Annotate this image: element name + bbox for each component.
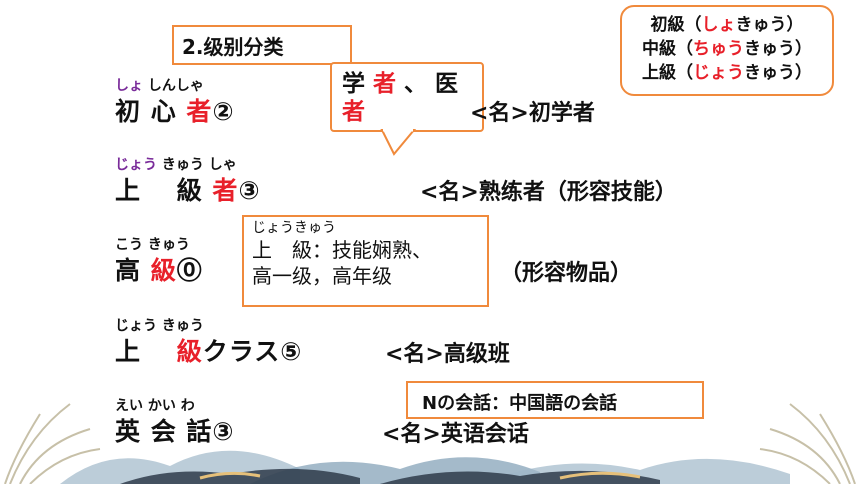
word-text: 上 [115, 337, 177, 366]
legend-text: きゅう） [744, 39, 812, 59]
row5-ruby: えい かい わ [115, 398, 195, 414]
row1-word: 初 心 者② [115, 97, 235, 127]
wave-decoration-icon [4, 403, 856, 484]
legend-line-advanced: 上級（じょうきゅう） [622, 61, 832, 85]
ruby-highlight: じょう [115, 157, 157, 173]
row3-ruby: こう きゅう [115, 237, 190, 253]
legend-highlight: しょ [701, 15, 736, 35]
legend-line-beginner: 初級（しょきゅう） [622, 13, 832, 37]
row4-word: 上 級クラス⑤ [115, 337, 302, 367]
word-highlight: 者 [186, 97, 213, 126]
row5-word: 英 会 話③ [115, 417, 235, 446]
word-accent-number: ② [212, 97, 235, 126]
word-text: 高 [115, 256, 151, 285]
callout-tail-icon [380, 128, 417, 156]
row5-definition: <名>英语会话 [382, 422, 529, 447]
row4-ruby: じょう きゅう [115, 318, 204, 334]
word-highlight: 級 [150, 256, 177, 285]
legend-highlight: じょう [693, 63, 744, 83]
legend-line-intermediate: 中級（ちゅうきゅう） [622, 37, 832, 61]
legend-text: きゅう） [744, 63, 812, 83]
ruby-highlight: しょ [115, 78, 143, 94]
level-legend-box: 初級（しょきゅう） 中級（ちゅうきゅう） 上級（じょうきゅう） [620, 5, 834, 96]
callout-text: 、 医 [404, 71, 459, 97]
ruby-text: しんしゃ [147, 78, 204, 94]
row1-ruby: しょ しんしゃ [115, 78, 204, 94]
row3-word: 高 級⓪ [115, 256, 203, 286]
row2-definition: <名>熟练者（形容技能） [420, 180, 677, 205]
note-line: 上 級：技能娴熟、 [252, 238, 432, 262]
row3-definition: （形容物品） [500, 261, 633, 286]
legend-text: 初級（ [650, 15, 702, 35]
legend-text: 中級（ [642, 39, 693, 59]
note-box-jokyu: じょうきゅう 上 級：技能娴熟、 高一级，高年级 [242, 215, 489, 307]
ruby-text: きゅう [147, 237, 190, 253]
section-title-box: 2.级别分类 [172, 25, 352, 65]
callout-highlight: 者 [342, 99, 365, 125]
legend-text: 上級（ [642, 63, 693, 83]
legend-highlight: ちゅう [693, 39, 744, 59]
row1-definition: <名>初学者 [470, 101, 595, 126]
word-highlight: 者 [212, 176, 239, 205]
section-title: 2.级别分类 [182, 35, 284, 59]
row2-word: 上 級 者③ [115, 176, 261, 206]
word-text: 上 級 [115, 176, 213, 205]
row4-definition: <名>高级班 [385, 342, 510, 367]
word-highlight: 級 [176, 337, 203, 366]
ruby-text: しゃ [208, 157, 237, 173]
word-accent-number: クラス⑤ [202, 337, 303, 366]
callout-text: 学 [342, 71, 365, 97]
row2-ruby: じょう きゅう しゃ [115, 157, 237, 173]
word-text: 初 心 [115, 97, 187, 126]
word-accent-number: ⓪ [176, 256, 203, 285]
callout-highlight: 者 [373, 71, 397, 97]
ruby-text: きゅう [161, 318, 204, 334]
note-ruby: じょうきゅう [252, 220, 336, 236]
legend-text: きゅう） [735, 15, 804, 35]
word-accent-number: ③ [238, 176, 261, 205]
ruby-text: きゅう [161, 157, 204, 173]
note-line: 高一级，高年级 [252, 264, 392, 288]
ruby-text: じょう [115, 318, 157, 334]
speech-callout: 学 者 、 医 者 [330, 62, 484, 132]
note-box-kaiwa: Nの会話：中国語の会話 [406, 381, 704, 419]
ruby-text: こう [115, 237, 143, 253]
